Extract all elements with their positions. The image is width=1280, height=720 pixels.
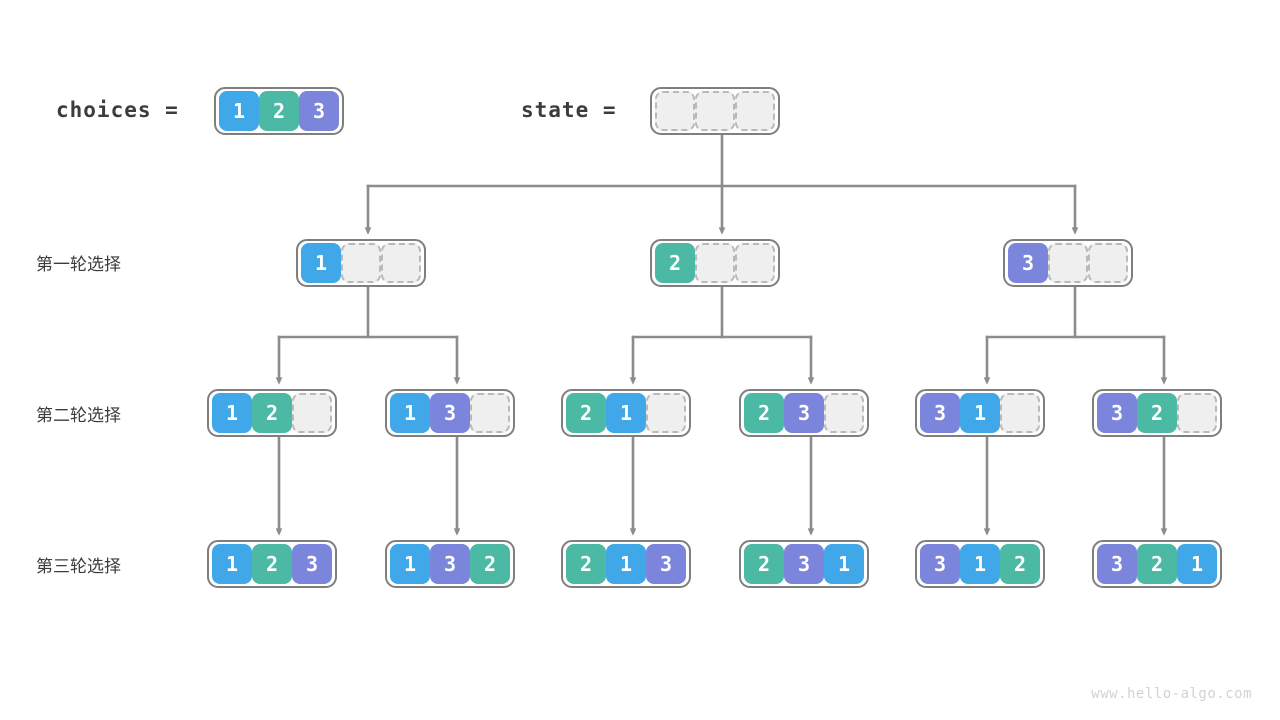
round3-node-3-cell-2: 1 — [824, 544, 864, 584]
round2-node-2: 2 1 — [561, 389, 691, 437]
round1-node-2: 3 — [1003, 239, 1133, 287]
round2-node-4: 3 1 — [915, 389, 1045, 437]
round3-node-5-cell-1: 2 — [1137, 544, 1177, 584]
round3-node-5: 3 2 1 — [1092, 540, 1222, 588]
round2-node-2-cell-0: 2 — [566, 393, 606, 433]
round2-node-3-cell-1: 3 — [784, 393, 824, 433]
round1-node-0-cell-1 — [341, 243, 381, 283]
row-label-round-3: 第三轮选择 — [36, 557, 121, 577]
choices-cell-1: 2 — [259, 91, 299, 131]
round3-node-3-cell-1: 3 — [784, 544, 824, 584]
round1-node-2-cell-0: 3 — [1008, 243, 1048, 283]
round2-node-0-cell-0: 1 — [212, 393, 252, 433]
round3-node-1-cell-2: 2 — [470, 544, 510, 584]
round1-node-0-cell-0: 1 — [301, 243, 341, 283]
round3-node-4-cell-1: 1 — [960, 544, 1000, 584]
round3-node-4-cell-0: 3 — [920, 544, 960, 584]
round3-node-2-cell-2: 3 — [646, 544, 686, 584]
round1-node-2-cell-2 — [1088, 243, 1128, 283]
round1-node-1-cell-0: 2 — [655, 243, 695, 283]
round2-node-5: 3 2 — [1092, 389, 1222, 437]
round2-node-1: 1 3 — [385, 389, 515, 437]
round2-node-2-cell-2 — [646, 393, 686, 433]
round1-node-0: 1 — [296, 239, 426, 287]
round3-node-0-cell-2: 3 — [292, 544, 332, 584]
round1-node-1-cell-1 — [695, 243, 735, 283]
round1-node-0-cell-2 — [381, 243, 421, 283]
state-cell-1 — [695, 91, 735, 131]
choices-array: 1 2 3 — [214, 87, 344, 135]
choices-cell-2: 3 — [299, 91, 339, 131]
round2-node-4-cell-2 — [1000, 393, 1040, 433]
round2-node-4-cell-0: 3 — [920, 393, 960, 433]
round1-node-1: 2 — [650, 239, 780, 287]
state-cell-0 — [655, 91, 695, 131]
round2-node-4-cell-1: 1 — [960, 393, 1000, 433]
round2-node-2-cell-1: 1 — [606, 393, 646, 433]
choices-label: choices = — [56, 98, 179, 122]
round3-node-5-cell-0: 3 — [1097, 544, 1137, 584]
round3-node-5-cell-2: 1 — [1177, 544, 1217, 584]
round2-node-1-cell-1: 3 — [430, 393, 470, 433]
round3-node-3-cell-0: 2 — [744, 544, 784, 584]
round2-node-1-cell-2 — [470, 393, 510, 433]
row-label-round-2: 第二轮选择 — [36, 406, 121, 426]
round2-node-3-cell-0: 2 — [744, 393, 784, 433]
round2-node-5-cell-0: 3 — [1097, 393, 1137, 433]
round3-node-4: 3 1 2 — [915, 540, 1045, 588]
round2-node-1-cell-0: 1 — [390, 393, 430, 433]
round2-node-3-cell-2 — [824, 393, 864, 433]
round1-node-2-cell-1 — [1048, 243, 1088, 283]
round3-node-1-cell-0: 1 — [390, 544, 430, 584]
round3-node-4-cell-2: 2 — [1000, 544, 1040, 584]
round3-node-3: 2 3 1 — [739, 540, 869, 588]
round3-node-0-cell-0: 1 — [212, 544, 252, 584]
choices-cell-0: 1 — [219, 91, 259, 131]
row-label-round-1: 第一轮选择 — [36, 255, 121, 275]
round3-node-1-cell-1: 3 — [430, 544, 470, 584]
round3-node-1: 1 3 2 — [385, 540, 515, 588]
round3-node-0-cell-1: 2 — [252, 544, 292, 584]
round2-node-5-cell-1: 2 — [1137, 393, 1177, 433]
round1-node-1-cell-2 — [735, 243, 775, 283]
state-label: state = — [521, 98, 617, 122]
state-array — [650, 87, 780, 135]
state-cell-2 — [735, 91, 775, 131]
round2-node-3: 2 3 — [739, 389, 869, 437]
round3-node-2: 2 1 3 — [561, 540, 691, 588]
round2-node-0-cell-1: 2 — [252, 393, 292, 433]
round3-node-2-cell-0: 2 — [566, 544, 606, 584]
site-watermark: www.hello-algo.com — [1091, 686, 1252, 702]
round2-node-0-cell-2 — [292, 393, 332, 433]
round2-node-5-cell-2 — [1177, 393, 1217, 433]
round3-node-0: 1 2 3 — [207, 540, 337, 588]
round2-node-0: 1 2 — [207, 389, 337, 437]
round3-node-2-cell-1: 1 — [606, 544, 646, 584]
